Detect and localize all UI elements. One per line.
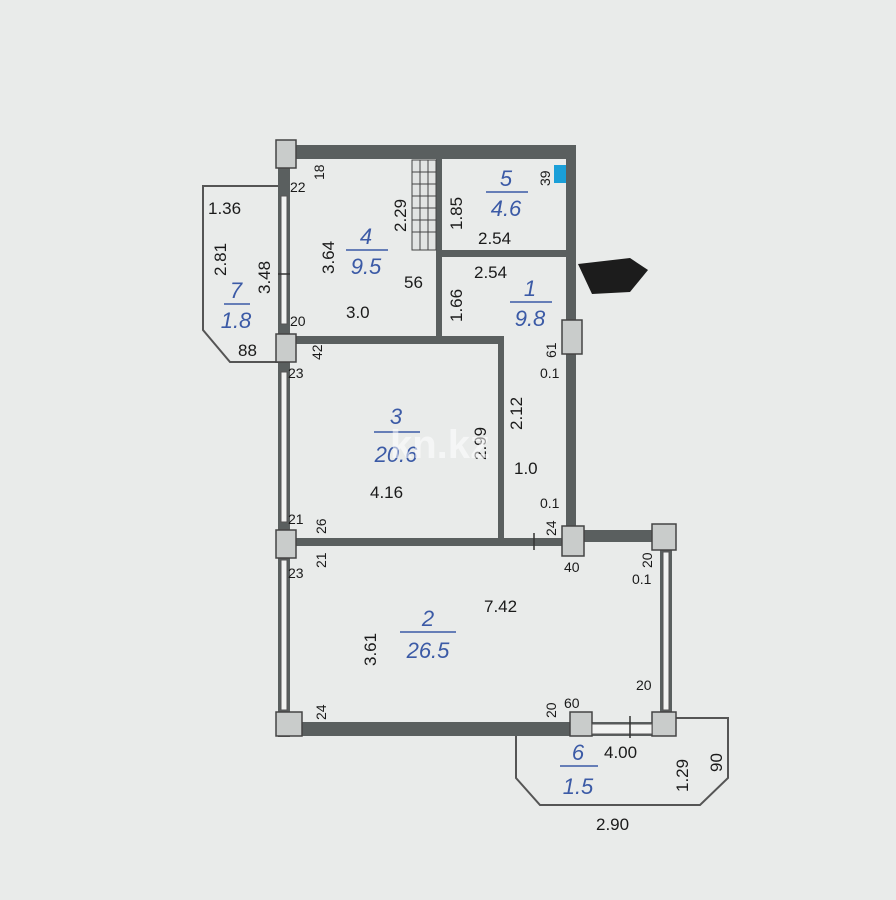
dim-26: 26 <box>313 518 329 534</box>
dim-2-81: 2.81 <box>211 243 230 276</box>
dim-23-b: 23 <box>288 565 304 581</box>
dim-21-b: 21 <box>313 552 329 568</box>
dimension-labels: 1.36 2.81 3.48 88 22 18 3.64 2.29 3.0 56… <box>208 164 726 834</box>
dim-21-a: 21 <box>288 511 304 527</box>
dim-20-c: 20 <box>543 702 559 718</box>
vent-marker <box>554 165 566 183</box>
dim-22: 22 <box>290 179 306 195</box>
dim-4-16: 4.16 <box>370 483 403 502</box>
dim-40: 40 <box>564 559 580 575</box>
room-label-underlines <box>224 191 598 767</box>
dim-0-1-b: 0.1 <box>540 495 560 511</box>
dim-24-b: 24 <box>313 704 329 720</box>
dim-1-85: 1.85 <box>447 197 466 230</box>
room-number-2: 2 <box>421 606 434 631</box>
dim-23-a: 23 <box>288 365 304 381</box>
dim-2-54-top: 2.54 <box>478 229 511 248</box>
dim-56: 56 <box>404 273 423 292</box>
dim-42: 42 <box>309 344 325 360</box>
entrance-mark <box>578 258 648 294</box>
dim-1-29: 1.29 <box>673 759 692 792</box>
watermark: kn.kz <box>390 423 490 467</box>
dim-3-0: 3.0 <box>346 303 370 322</box>
room-area-1: 9.8 <box>515 306 546 331</box>
room-number-3: 3 <box>390 404 403 429</box>
dim-4-00: 4.00 <box>604 743 637 762</box>
wall-columns <box>275 139 677 737</box>
dim-3-64: 3.64 <box>319 241 338 274</box>
dim-2-12: 2.12 <box>507 397 526 430</box>
room-area-3: 20.6 <box>374 442 419 467</box>
dim-20-a: 20 <box>290 313 306 329</box>
dim-3-48: 3.48 <box>255 261 274 294</box>
door-ticks <box>278 273 631 738</box>
room-number-4: 4 <box>360 224 372 249</box>
balcony-6-outline <box>515 717 729 806</box>
dim-18: 18 <box>311 164 327 180</box>
balcony-7-outline <box>202 185 278 363</box>
dim-60: 60 <box>564 695 580 711</box>
room-labels: 7 1.8 4 9.5 5 4.6 1 9.8 3 20.6 2 26.5 6 … <box>221 166 594 799</box>
dim-2-54-mid: 2.54 <box>474 263 507 282</box>
dim-39: 39 <box>537 170 553 186</box>
dim-20-b: 20 <box>639 552 655 568</box>
dim-0-1-c: 0.1 <box>632 571 652 587</box>
room-number-6: 6 <box>572 740 585 765</box>
dim-88: 88 <box>238 341 257 360</box>
room-number-1: 1 <box>524 276 536 301</box>
room-area-6: 1.5 <box>563 774 594 799</box>
window-openings <box>280 195 670 735</box>
dim-20-d: 20 <box>636 677 652 693</box>
dim-1-66: 1.66 <box>447 289 466 322</box>
dim-7-42: 7.42 <box>484 597 517 616</box>
room-area-2: 26.5 <box>406 638 451 663</box>
dim-0-1-a: 0.1 <box>540 365 560 381</box>
room-number-5: 5 <box>500 166 513 191</box>
dim-61: 61 <box>543 342 559 358</box>
room-area-5: 4.6 <box>491 196 522 221</box>
dim-2-99: 2.99 <box>471 427 490 460</box>
room-area-4: 9.5 <box>351 254 382 279</box>
dim-90: 90 <box>707 753 726 772</box>
room-number-7: 7 <box>230 278 243 303</box>
dim-3-61: 3.61 <box>361 633 380 666</box>
vent-grid <box>411 159 437 251</box>
dim-1-36: 1.36 <box>208 199 241 218</box>
dim-24-a: 24 <box>543 520 559 536</box>
dim-1-0: 1.0 <box>514 459 538 478</box>
dim-2-29: 2.29 <box>391 199 410 232</box>
dim-2-90: 2.90 <box>596 815 629 834</box>
room-area-7: 1.8 <box>221 308 252 333</box>
